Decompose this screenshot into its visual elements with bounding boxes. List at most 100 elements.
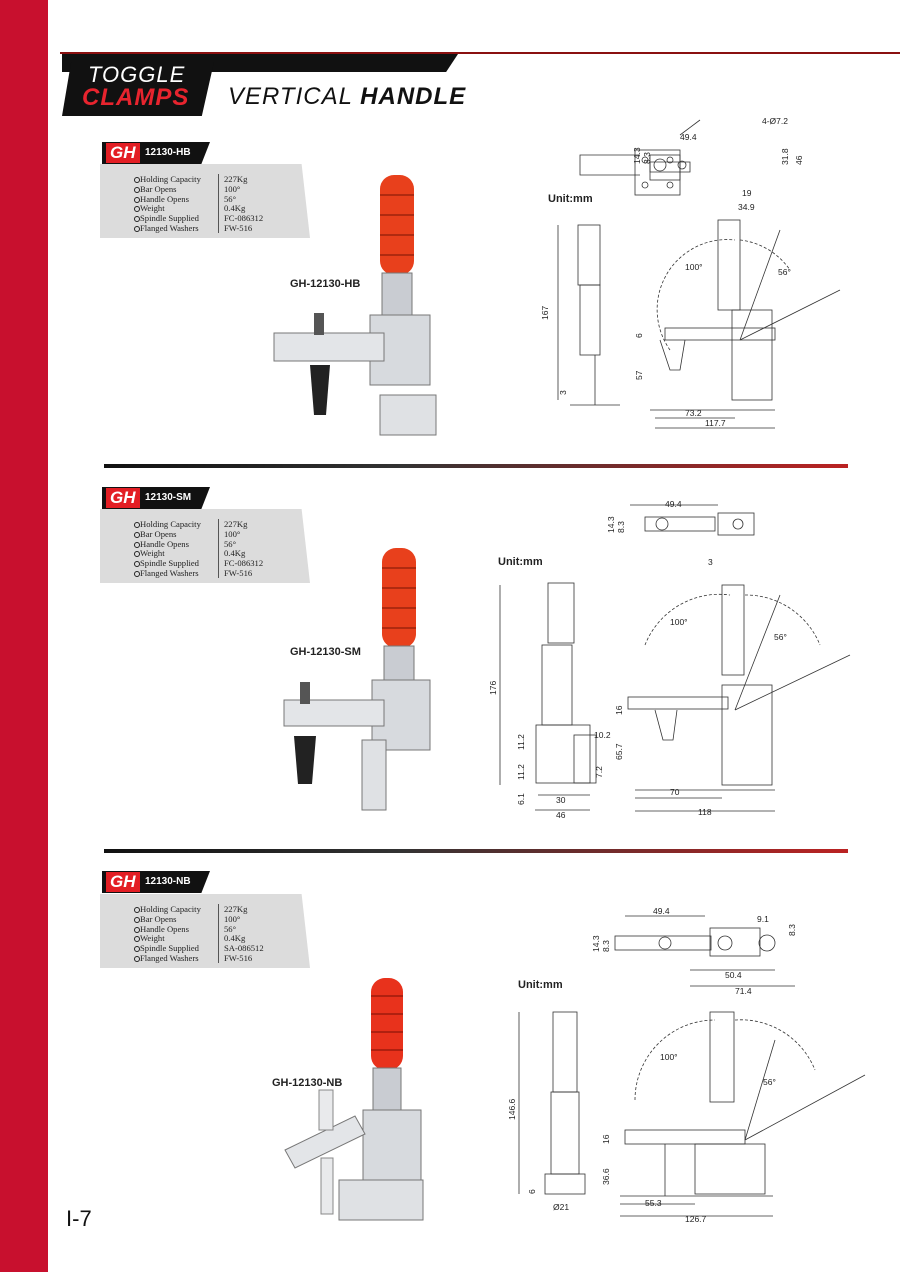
dim-top-width: 49.4 [665, 499, 682, 509]
spec-value: 0.4Kg [224, 933, 246, 944]
dim-d2: 7.2 [594, 766, 604, 778]
dim-h2: 8.3 [616, 521, 626, 533]
dimension-drawing-hb: 49.4 4-Ø7.2 14.3 8.3 31.8 46 19 34.9 167… [540, 116, 841, 429]
spec-label: Spindle Supplied [140, 213, 199, 224]
spec-label: Bar Opens [140, 528, 177, 539]
dim-base: 3 [558, 390, 568, 395]
logo-clamps: CLAMPS [82, 84, 190, 111]
spec-separator [218, 519, 219, 529]
dim-len1: 73.2 [685, 408, 702, 418]
bullet-icon [134, 561, 140, 568]
dim-w1: 50.4 [725, 970, 742, 980]
bullet-icon [134, 916, 140, 923]
unit-label: Unit:mm [518, 979, 563, 991]
spec-value: 100° [224, 913, 241, 924]
spec-label: Holding Capacity [140, 519, 201, 529]
spec-label: Handle Opens [140, 193, 189, 204]
spec-value: 227Kg [224, 174, 248, 184]
bullet-icon [134, 551, 140, 558]
spec-value: FC-086312 [224, 213, 264, 224]
dim-side1: 16 [614, 705, 624, 715]
spec-value: 0.4Kg [224, 548, 246, 559]
spec-label: Flanged Washers [140, 223, 199, 233]
spec-separator [218, 183, 219, 194]
dim-top-r: 9.1 [757, 914, 769, 924]
dim-side2: 65.7 [614, 743, 624, 760]
bullet-icon [134, 956, 140, 962]
dim-height: 176 [488, 681, 498, 695]
spec-separator [218, 193, 219, 204]
page-title: VERTICAL HANDLE [228, 83, 466, 111]
spec-separator [218, 943, 219, 954]
bullet-icon [134, 522, 140, 528]
model-code: 12130-SM [145, 492, 192, 503]
bullet-icon [134, 177, 140, 183]
dim-angle2: 56° [774, 632, 787, 642]
spec-value: 100° [224, 528, 241, 539]
spec-label: Flanged Washers [140, 568, 199, 578]
spec-label: Handle Opens [140, 538, 189, 549]
spec-value: 227Kg [224, 519, 248, 529]
section-divider [104, 464, 848, 468]
dim-b: 11.2 [516, 764, 526, 780]
spec-separator [218, 528, 219, 539]
spec-separator [218, 913, 219, 924]
spec-separator [218, 904, 219, 914]
spec-label: Weight [140, 203, 165, 214]
spec-separator [218, 223, 219, 233]
page-number: I-7 [66, 1206, 92, 1231]
section-divider [104, 849, 848, 853]
dim-height: 167 [540, 306, 550, 320]
bullet-icon [134, 541, 140, 548]
dim-angle1: 100° [685, 262, 703, 272]
spec-label: Spindle Supplied [140, 558, 199, 569]
spec-separator [218, 538, 219, 549]
dim-top-width: 49.4 [653, 906, 670, 916]
dim-h3: 31.8 [780, 148, 790, 165]
spec-value: 0.4Kg [224, 203, 246, 214]
spec-label: Spindle Supplied [140, 943, 199, 954]
bullet-icon [134, 946, 140, 953]
dim-h1: 14.3 [632, 147, 642, 164]
dimension-drawing-sm: 49.4 14.3 8.3 3 176 11.2 11.2 6.1 30 46 … [488, 499, 851, 820]
header-rule [60, 52, 900, 54]
product-photo-sm [283, 548, 431, 811]
dim-height: 146.6 [507, 1098, 517, 1120]
unit-label: Unit:mm [548, 193, 593, 205]
dim-len1: 70 [670, 787, 680, 797]
bullet-icon [134, 936, 140, 943]
spec-value: FW-516 [224, 568, 253, 578]
spec-value: FW-516 [224, 953, 253, 963]
spec-label: Weight [140, 933, 165, 944]
title-bold: HANDLE [360, 83, 467, 110]
dim-hole: 4-Ø7.2 [762, 116, 788, 126]
dim-w30: 30 [556, 795, 566, 805]
spec-separator [218, 923, 219, 934]
logo-toggle: TOGGLE [88, 62, 186, 87]
bullet-icon [134, 907, 140, 913]
spec-separator [218, 174, 219, 184]
spec-label: Flanged Washers [140, 953, 199, 963]
bullet-icon [134, 226, 140, 232]
dim-len2: 126.7 [685, 1214, 707, 1224]
product-photo-nb [284, 978, 424, 1221]
spec-separator [218, 953, 219, 963]
bullet-icon [134, 196, 140, 203]
spec-label: Bar Opens [140, 183, 177, 194]
model-code: 12130-HB [145, 147, 191, 158]
model-label: GH-12130-SM [290, 646, 361, 658]
spec-value: SA-086512 [224, 943, 264, 954]
dim-c: 6.1 [516, 793, 526, 805]
dim-w1: 19 [742, 188, 752, 198]
dim-side2: 36.6 [601, 1168, 611, 1185]
spec-value: 56° [224, 538, 237, 549]
dim-top-width: 49.4 [680, 132, 697, 142]
dim-side1: 6 [634, 333, 644, 338]
brand-badge: GH [106, 872, 140, 892]
dim-d1: 10.2 [594, 730, 611, 740]
dim-h1: 14.3 [606, 516, 616, 533]
dim-w2: 34.9 [738, 202, 755, 212]
spec-value: FW-516 [224, 223, 253, 233]
dim-h2: 8.3 [642, 152, 652, 164]
spec-value: 56° [224, 923, 237, 934]
